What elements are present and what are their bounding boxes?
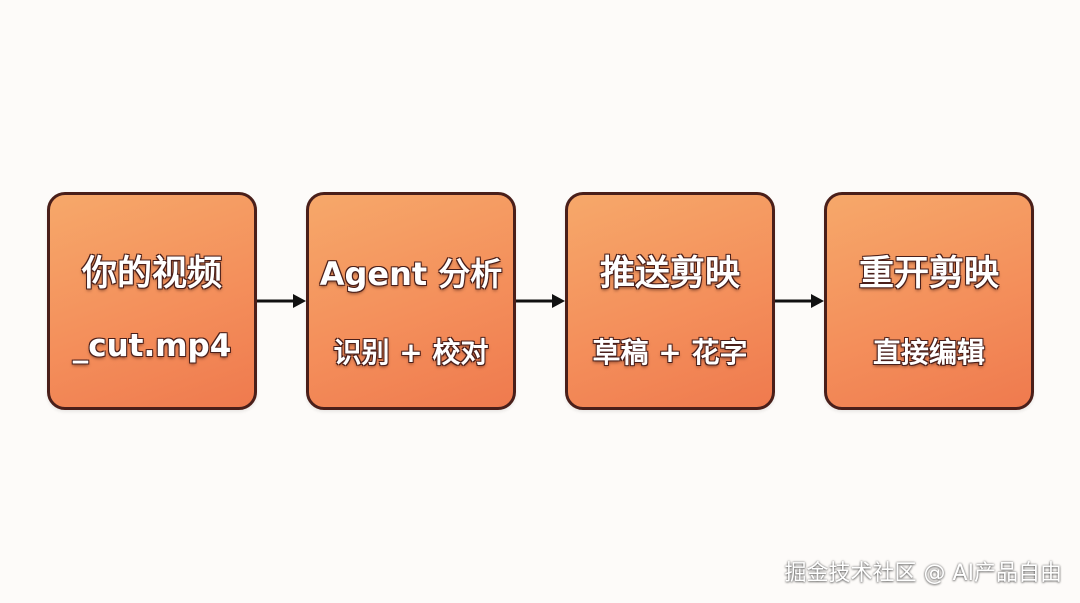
step-subtitle: 识别 + 校对 [333,336,489,369]
step-subtitle: 直接编辑 [872,336,985,369]
step-title: 重开剪映 [858,254,999,294]
arrow-right-icon [516,294,565,308]
step-title: 你的视频 [81,254,222,294]
step-title: 推送剪映 [599,254,740,294]
step-title: Agent 分析 [319,255,503,293]
step-box-push: 推送剪映 草稿 + 花字 [565,192,775,410]
watermark: 掘金技术社区 @ AI产品自由 [784,561,1062,586]
step-subtitle: 草稿 + 花字 [592,336,748,369]
step-box-video: 你的视频 _cut.mp4 [47,192,257,410]
arrow-right-icon [775,294,824,308]
step-subtitle: _cut.mp4 [72,328,232,364]
arrow-right-icon [257,294,306,308]
step-box-reopen: 重开剪映 直接编辑 [824,192,1034,410]
step-box-agent: Agent 分析 识别 + 校对 [306,192,516,410]
